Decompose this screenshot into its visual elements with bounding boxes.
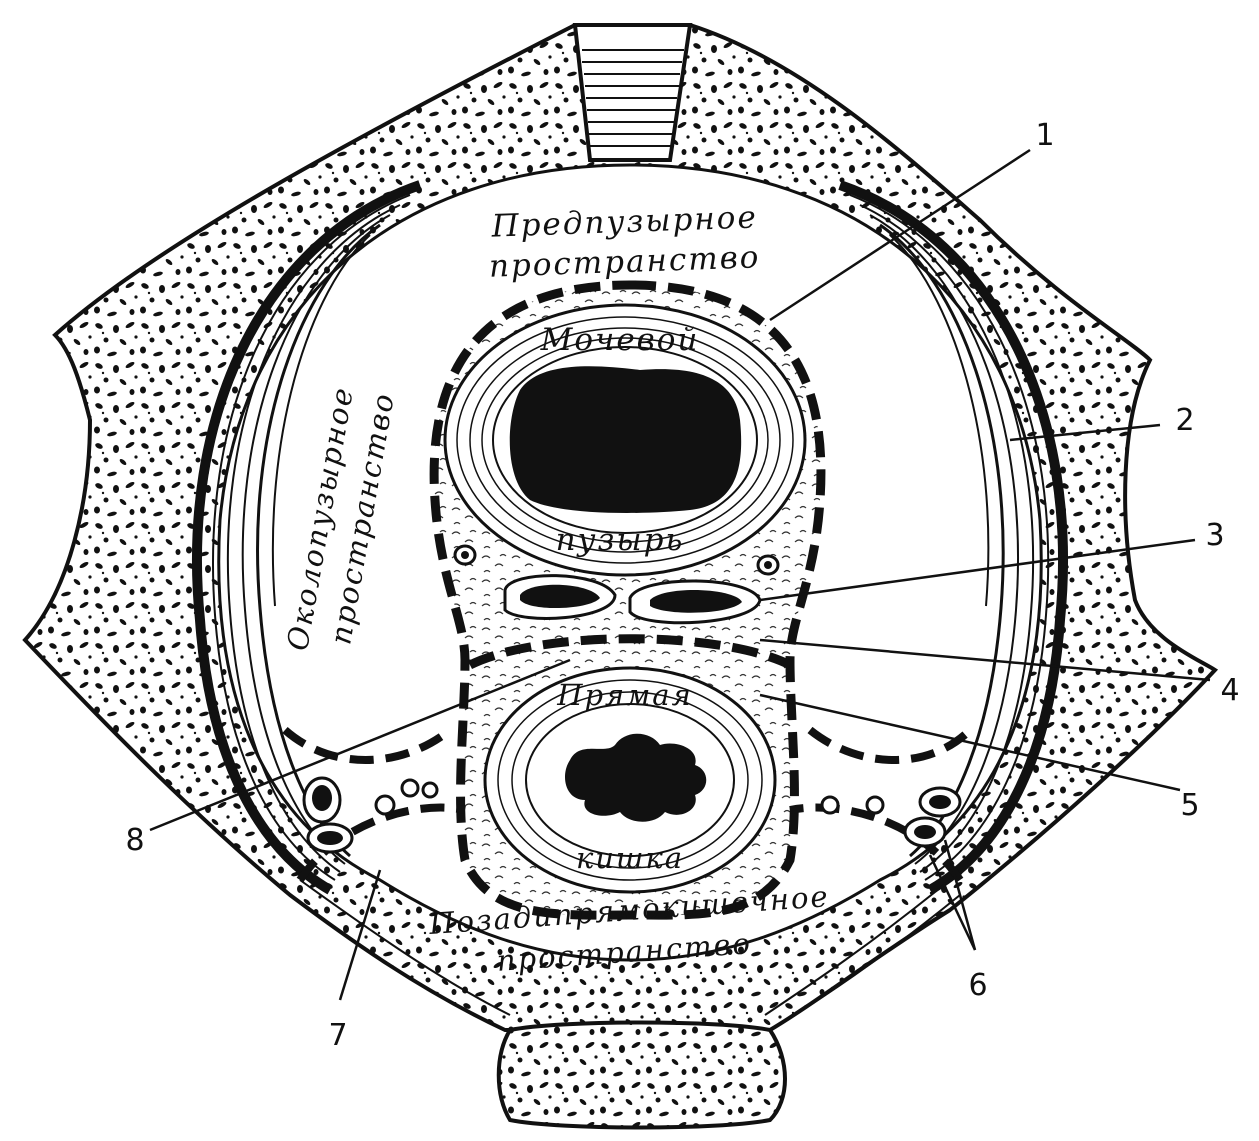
label-bladder-top: Мочевой — [540, 322, 700, 358]
coccyx-bone — [499, 1023, 785, 1128]
label-rectum-top: Прямая — [556, 678, 693, 712]
callout-3: 3 — [1205, 518, 1224, 553]
callout-1: 1 — [1035, 118, 1054, 153]
callout-5: 5 — [1180, 788, 1199, 823]
pubic-symphysis — [575, 25, 690, 160]
label-bladder-bottom: пузырь — [556, 522, 685, 558]
label-rectum-bottom: кишка — [576, 841, 684, 875]
callout-2: 2 — [1175, 403, 1194, 438]
bladder-lumen — [510, 366, 741, 513]
callout-4: 4 — [1220, 673, 1239, 708]
callout-7: 7 — [328, 1018, 347, 1053]
callout-6: 6 — [968, 968, 987, 1003]
callout-8: 8 — [125, 823, 144, 858]
